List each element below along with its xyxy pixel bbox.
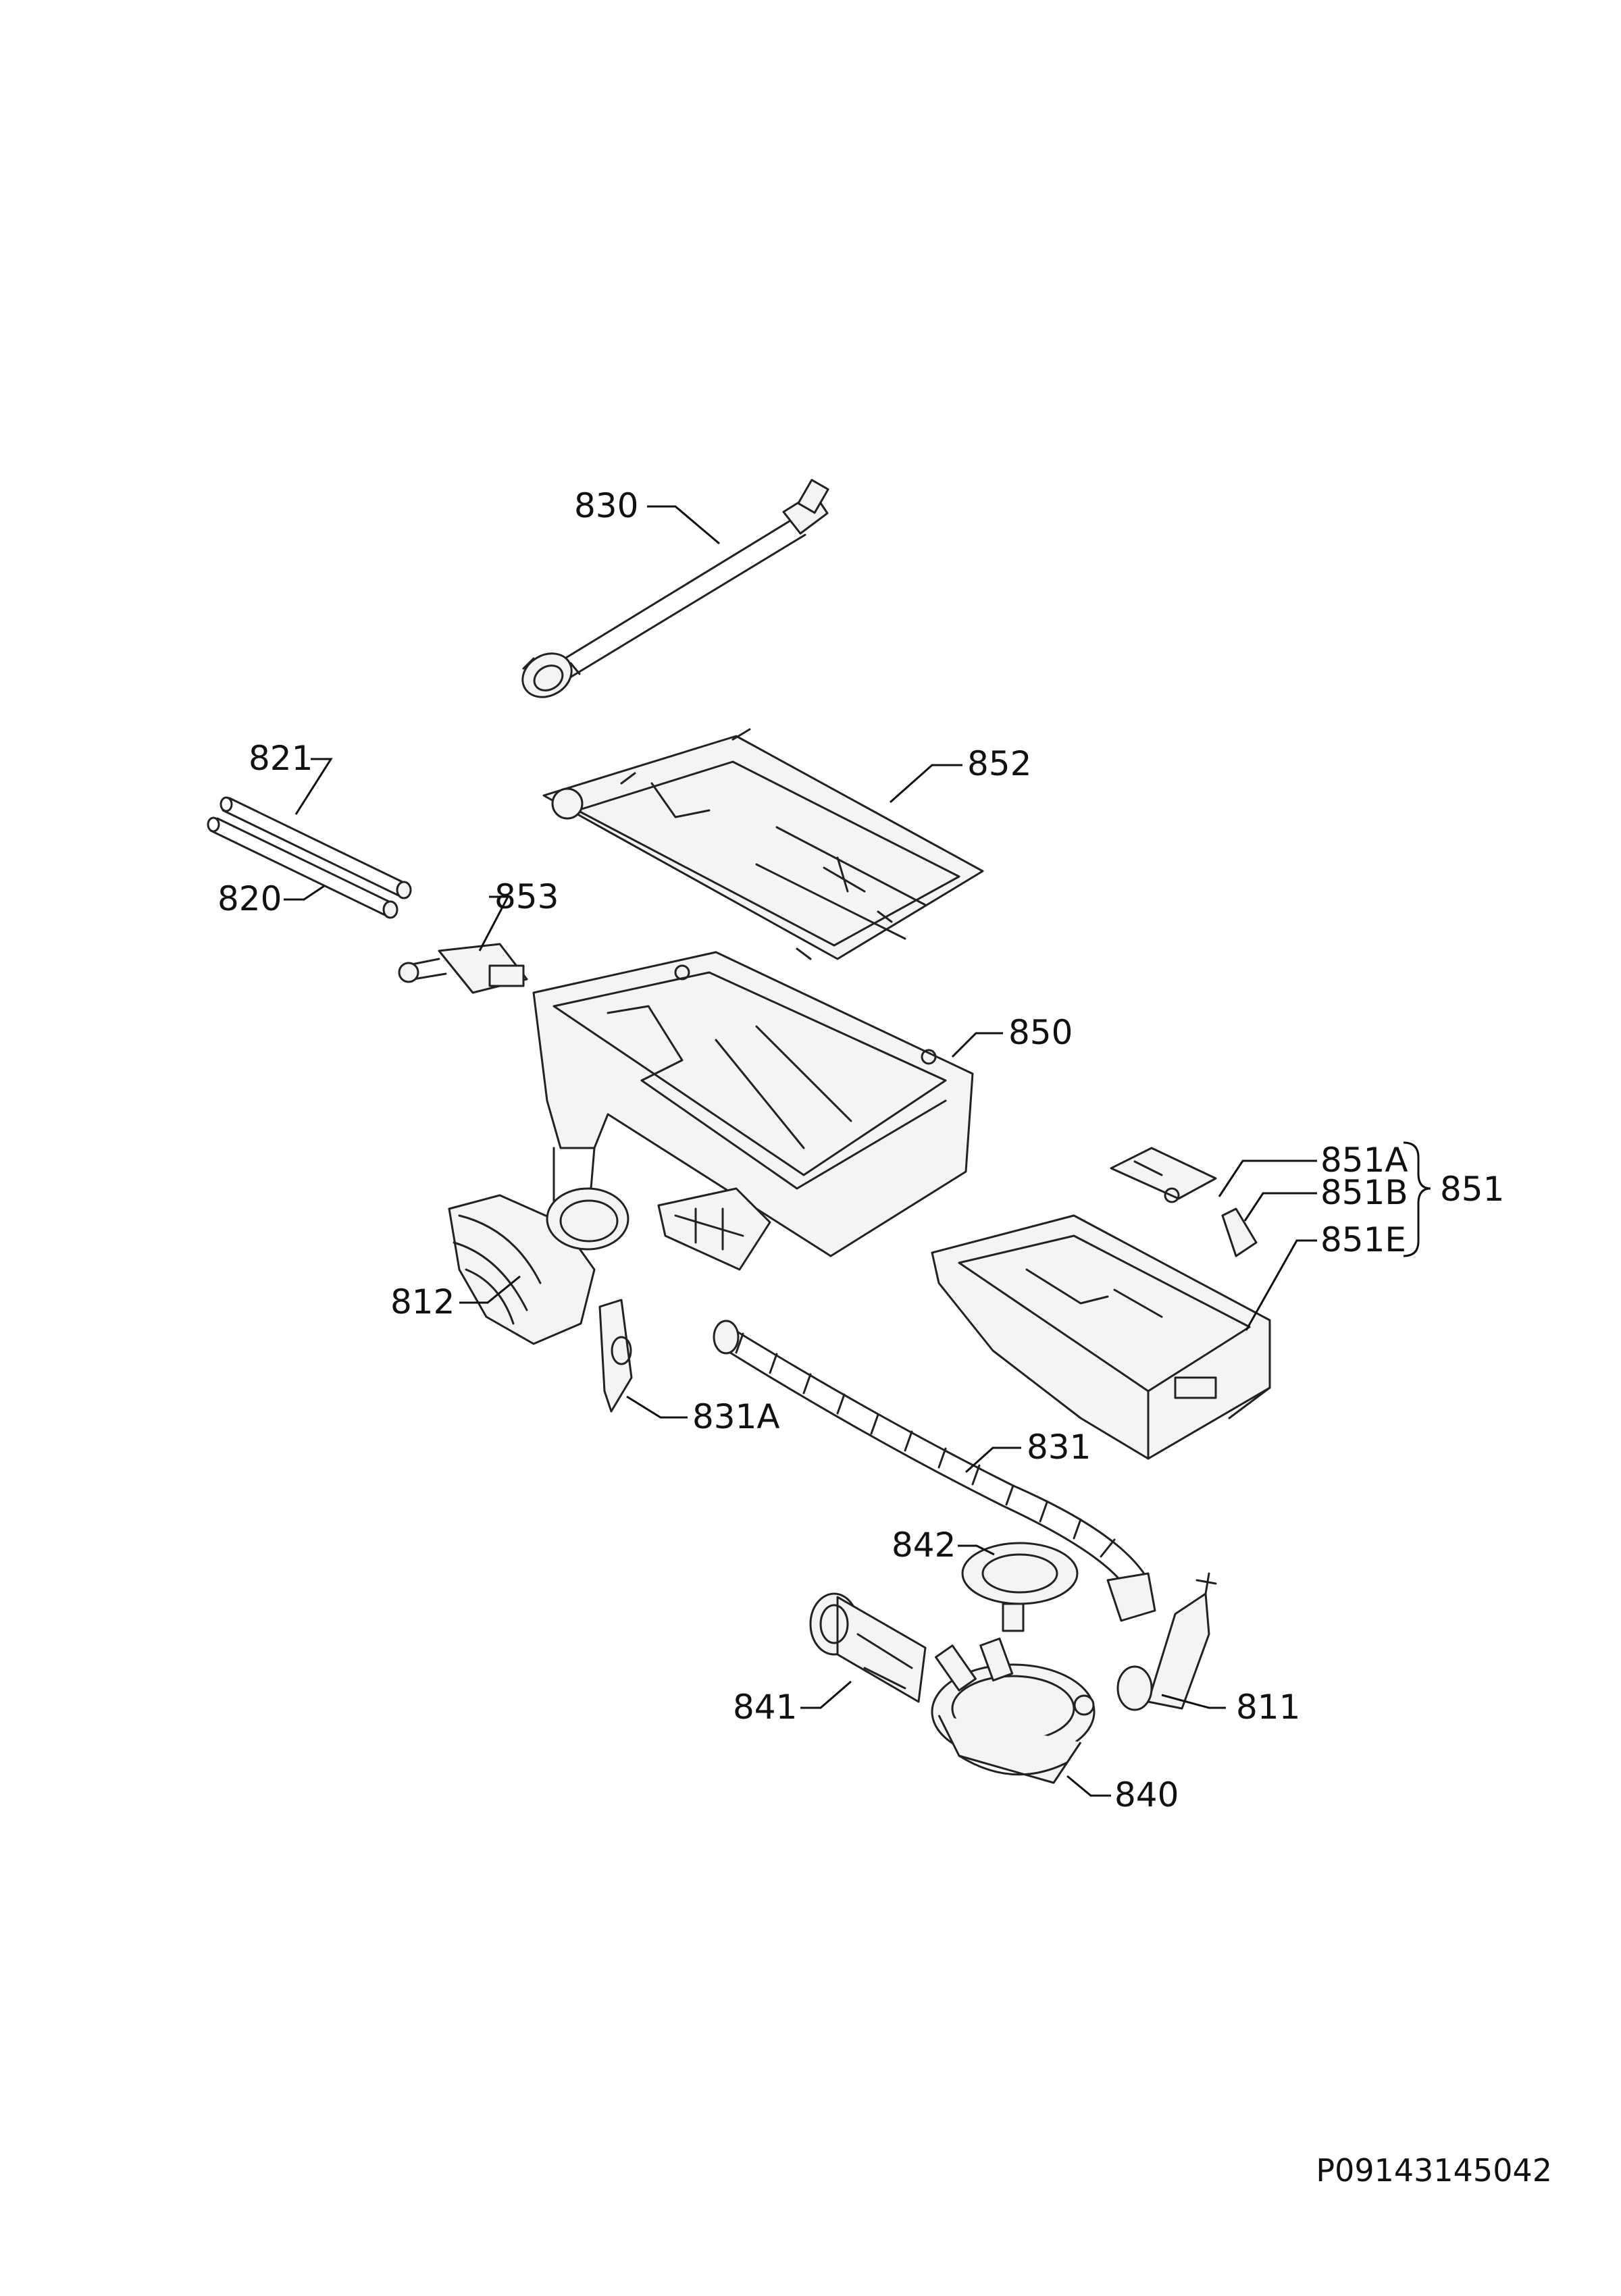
leader-850 xyxy=(951,1032,1003,1058)
part-851B-clip xyxy=(1221,1207,1258,1257)
part-853-valve xyxy=(398,943,528,994)
label-850: 850 xyxy=(1008,1013,1073,1052)
leader-842 xyxy=(958,1544,995,1556)
label-842: 842 xyxy=(892,1525,956,1565)
part-840-pump-housing xyxy=(931,1637,1096,1784)
label-841: 841 xyxy=(733,1688,797,1727)
part-841-filter xyxy=(809,1592,927,1703)
leader-841 xyxy=(800,1680,852,1709)
part-842-filter-cap xyxy=(961,1542,1079,1632)
part-850-dispenser-housing xyxy=(532,951,974,1271)
drawing-code: P09143145042 xyxy=(1316,2152,1552,2189)
part-851A-lid xyxy=(1110,1147,1217,1203)
leader-830 xyxy=(647,505,720,545)
label-831A: 831A xyxy=(692,1397,780,1436)
label-851B: 851B xyxy=(1320,1173,1408,1212)
part-852-dispenser-cover xyxy=(542,728,984,960)
leader-840 xyxy=(1066,1775,1111,1797)
leader-831 xyxy=(964,1446,1021,1473)
leader-831A xyxy=(626,1395,688,1419)
leader-811 xyxy=(1161,1694,1226,1709)
label-851: 851 xyxy=(1440,1170,1504,1209)
part-821-820-tubes xyxy=(207,796,412,919)
leader-851B xyxy=(1243,1192,1317,1222)
leader-852 xyxy=(890,764,962,804)
part-830-inlet-hose xyxy=(521,479,829,698)
leader-820 xyxy=(284,885,325,901)
part-851E-drawer xyxy=(931,1214,1271,1460)
label-811: 811 xyxy=(1236,1688,1300,1727)
leader-851A xyxy=(1218,1159,1317,1197)
label-821: 821 xyxy=(249,739,313,778)
leader-853 xyxy=(478,895,510,951)
label-851A: 851A xyxy=(1320,1141,1408,1180)
label-831: 831 xyxy=(1027,1428,1091,1467)
label-812: 812 xyxy=(390,1282,455,1322)
leader-851E xyxy=(1245,1239,1317,1331)
bracket-851 xyxy=(1403,1141,1431,1257)
label-830: 830 xyxy=(574,486,638,525)
label-852: 852 xyxy=(967,744,1031,783)
part-831A-bracket xyxy=(598,1299,633,1413)
leader-821 xyxy=(294,758,333,815)
label-840: 840 xyxy=(1114,1775,1179,1815)
part-831-drain-hose xyxy=(713,1320,1156,1622)
label-851E: 851E xyxy=(1320,1220,1406,1259)
leader-812 xyxy=(459,1275,521,1304)
part-811-pressure-sensor xyxy=(1116,1572,1217,1711)
part-812-bellows xyxy=(448,1187,629,1345)
label-820: 820 xyxy=(217,879,282,918)
